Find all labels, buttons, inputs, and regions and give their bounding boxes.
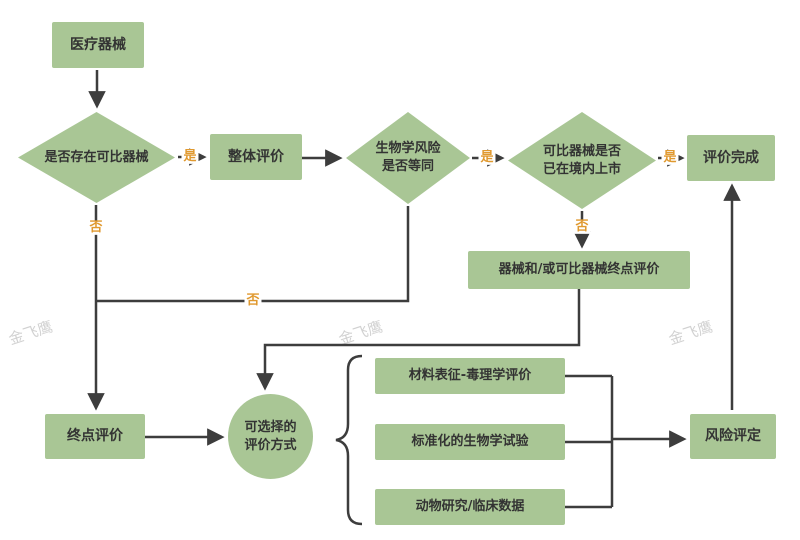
overall-eval-label: 整体评价 — [228, 148, 284, 165]
overall-eval-node: 整体评价 — [210, 134, 302, 180]
methods-circle-line2: 评价方式 — [244, 437, 297, 453]
connector-endpoint-comparable-to-methods-circle — [256, 289, 581, 391]
method-animal-label: 动物研究/临床数据 — [415, 499, 525, 515]
connector-decision-bio-risk-no-branch — [97, 206, 410, 303]
eval-complete-node: 评价完成 — [687, 135, 775, 181]
edge-label-no-marketed: 否 — [573, 218, 591, 235]
decision-bio-risk-line1: 生物学风险 — [375, 141, 441, 157]
risk-assessment-label: 风险评定 — [705, 428, 761, 445]
start-node: 医疗器械 — [52, 22, 144, 68]
methods-circle-line1: 可选择的 — [244, 419, 297, 435]
method-animal-node: 动物研究/临床数据 — [375, 489, 565, 525]
method-material-label: 材料表征-毒理学评价 — [408, 368, 532, 384]
edge-label-no-bio-risk: 否 — [244, 292, 262, 309]
methods-circle-node: 可选择的 评价方式 — [228, 394, 313, 479]
decision-marketed-line2: 已在境内上市 — [542, 161, 621, 177]
endpoint-eval-comparable-node: 器械和/或可比器械终点评价 — [468, 251, 690, 289]
eval-complete-label: 评价完成 — [703, 149, 759, 166]
decision-bio-risk-line2: 是否等同 — [381, 159, 434, 174]
endpoint-eval-node: 终点评价 — [45, 414, 145, 459]
endpoint-eval-label: 终点评价 — [67, 428, 123, 445]
method-material-node: 材料表征-毒理学评价 — [375, 358, 565, 394]
edge-label-yes-comparable: 是 — [181, 148, 199, 165]
edge-label-yes-bio-risk: 是 — [478, 149, 496, 166]
start-node-label: 医疗器械 — [70, 36, 126, 53]
decision-marketed-line1: 可比器械是否 — [542, 143, 621, 159]
brace-left — [335, 354, 363, 526]
decision-comparable-label: 是否存在可比器械 — [44, 149, 149, 165]
method-bio-test-label: 标准化的生物学试验 — [411, 434, 529, 450]
edge-label-no-comparable: 否 — [87, 219, 105, 236]
method-bio-test-node: 标准化的生物学试验 — [375, 424, 565, 460]
endpoint-eval-comparable-label: 器械和/或可比器械终点评价 — [498, 262, 660, 278]
edge-label-yes-marketed: 是 — [661, 149, 679, 166]
risk-assessment-node: 风险评定 — [690, 414, 776, 459]
